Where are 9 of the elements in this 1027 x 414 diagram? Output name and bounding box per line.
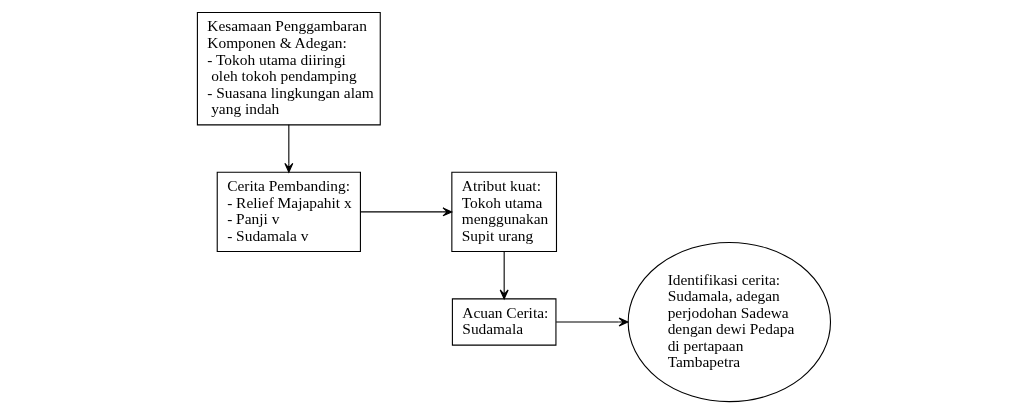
arrow xyxy=(283,124,293,173)
arrow xyxy=(359,207,452,217)
arrow xyxy=(499,251,509,300)
node-box: Cerita Pembanding: - Relief Majapahit x - Panji v - Sudamala v xyxy=(216,171,361,253)
node-box: Acuan Cerita: Sudamala xyxy=(451,298,556,346)
node-box: Kesamaan Penggambaran Komponen & Adegan: - Tokoh utama diiringi oleh tokoh pendamping - Suasana lingkungan alam yang indah xyxy=(196,11,381,126)
node-ellipse: Identifikasi cerita: Sudamala, adegan perjodohan Sadewa dengan dewi Pedapa di pertapaan Tambapetra xyxy=(627,241,831,403)
arrow xyxy=(555,317,628,327)
node-box: Atribut kuat: Tokoh utama menggunakan Supit urang xyxy=(450,171,557,253)
